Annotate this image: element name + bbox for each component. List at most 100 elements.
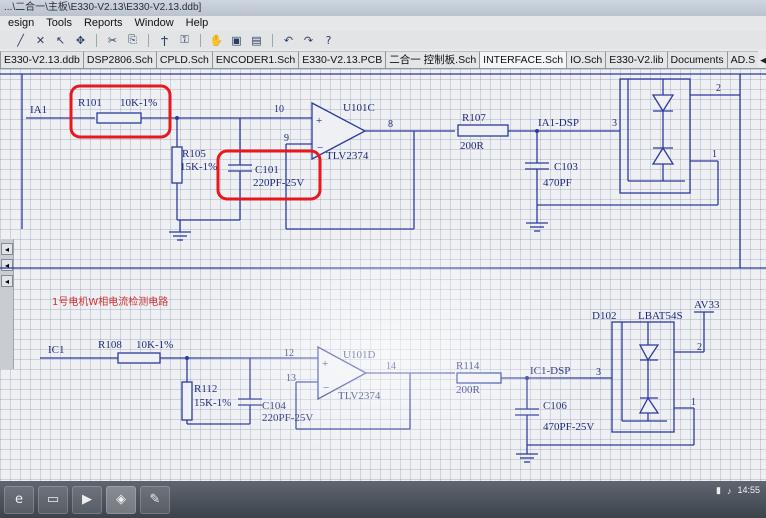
taskbar: e ▭ ▶ ◈ ✎ ▮ ♪ 14:55 <box>0 481 766 518</box>
pin-12: 12 <box>284 348 294 359</box>
opamp-plus-sign: + <box>322 358 328 370</box>
tab-dsp2806[interactable]: DSP2806.Sch <box>82 51 156 68</box>
cross-icon[interactable]: ✕ <box>35 33 46 47</box>
toolbar-separator <box>96 33 97 47</box>
r101-ref: R101 <box>78 97 102 109</box>
system-tray: ▮ ♪ 14:55 <box>716 485 760 496</box>
c101-value: 220PF-25V <box>253 177 304 189</box>
tab-control-board[interactable]: 二合一 控制板.Sch <box>385 51 480 68</box>
tab-e330-pcb[interactable]: E330-V2.13.PCB <box>298 51 386 68</box>
lock-icon[interactable]: ⚿ <box>180 33 189 46</box>
schematic-drawing: IA1 R101 10K-1% R105 15K-1% C101 220PF-2… <box>0 73 766 463</box>
tab-encoder1[interactable]: ENCODER1.Sch <box>211 51 299 68</box>
pin-2-bottom: 2 <box>697 342 702 353</box>
top-circuit: IA1 R101 10K-1% R105 15K-1% C101 220PF-2… <box>26 78 740 241</box>
toolbar: ╱ ✕ ↖ ✥ ✂ ⎘ Ϯ ⚿ ✋ ▣ ▤ ↶ ↷ ? <box>0 31 766 49</box>
network-icon[interactable]: ▮ <box>716 485 721 495</box>
diode-lower <box>651 146 675 165</box>
tab-interface[interactable]: INTERFACE.Sch <box>479 51 567 68</box>
r105-value: 15K-1% <box>180 161 217 173</box>
net-label-ic1-dsp: IC1-DSP <box>530 365 570 377</box>
arrow-icon[interactable]: ↖ <box>55 33 66 47</box>
clock[interactable]: 14:55 <box>737 485 760 496</box>
pin-13: 13 <box>286 373 296 384</box>
menu-tools[interactable]: Tools <box>46 17 72 29</box>
camera-icon[interactable]: ▣ <box>231 33 242 47</box>
c104-ref: C104 <box>262 400 286 412</box>
tab-cpld[interactable]: CPLD.Sch <box>155 51 212 68</box>
r112-ref: R112 <box>194 383 217 395</box>
resistor-r101[interactable] <box>96 112 142 124</box>
tab-e330-ddb[interactable]: E330-V2.13.ddb <box>0 51 83 68</box>
c104-value: 220PF-25V <box>262 412 313 424</box>
resistor-r108[interactable] <box>117 352 161 364</box>
net-label-ic1: IC1 <box>48 344 65 356</box>
net-label-ia1-dsp: IA1-DSP <box>538 117 579 129</box>
c103-value: 470PF <box>543 177 572 189</box>
diode-upper <box>638 344 660 362</box>
media-icon[interactable]: ▶ <box>72 485 102 514</box>
side-panel-button[interactable]: ◂ <box>1 275 13 287</box>
u101d-value: TLV2374 <box>338 390 381 402</box>
tab-documents[interactable]: Documents <box>666 51 727 68</box>
resistor-r114[interactable] <box>456 372 502 384</box>
tab-ad[interactable]: AD.S <box>726 51 759 68</box>
r105-ref: R105 <box>182 148 206 160</box>
explorer-icon[interactable]: ▭ <box>38 485 68 514</box>
toolbar-separator <box>272 33 273 47</box>
opamp-u101d[interactable] <box>317 345 368 401</box>
side-panel: ◂ ◂ ◂ <box>0 239 14 369</box>
tab-io[interactable]: IO.Sch <box>566 51 606 68</box>
av33-label: AV33 <box>694 299 720 311</box>
protel-icon[interactable]: ◈ <box>106 485 136 514</box>
side-panel-button[interactable]: ◂ <box>1 243 13 255</box>
menu-reports[interactable]: Reports <box>83 17 123 29</box>
r114-value: 200R <box>456 384 481 396</box>
help-icon[interactable]: ? <box>325 33 332 47</box>
diode-package-d102[interactable] <box>611 321 675 433</box>
wire-icon[interactable]: ╱ <box>17 33 24 47</box>
hand-icon[interactable]: ✋ <box>209 33 224 47</box>
net-label-ia1: IA1 <box>30 104 47 116</box>
circuit-note: 1号电机W相电流检测电路 <box>52 295 168 308</box>
schematic-canvas[interactable]: ◂ ◂ ◂ IA1 R101 10K-1% R105 15K-1% <box>0 69 766 481</box>
clip-icon[interactable]: ⎘ <box>128 33 137 46</box>
diode-upper <box>651 94 675 113</box>
d102-value: LBAT54S <box>638 310 683 322</box>
book-icon[interactable]: ▤ <box>251 33 262 47</box>
diode-lower <box>638 396 660 414</box>
opamp-minus-sign: − <box>323 382 329 394</box>
document-tab-bar: E330-V2.13.ddb DSP2806.Sch CPLD.Sch ENCO… <box>0 49 766 69</box>
move-icon[interactable]: ✥ <box>75 33 86 47</box>
menu-help[interactable]: Help <box>185 17 209 29</box>
pin-9: 9 <box>284 133 289 144</box>
ie-icon[interactable]: e <box>4 485 34 514</box>
u101c-ref: U101C <box>343 102 375 114</box>
diode-package-top[interactable] <box>619 78 691 194</box>
probe-icon[interactable]: Ϯ <box>161 33 168 47</box>
scissors-icon[interactable]: ✂ <box>107 33 118 47</box>
pin-1-top: 1 <box>712 149 717 160</box>
resistor-r107[interactable] <box>457 124 509 137</box>
tab-e330-lib[interactable]: E330-V2.lib <box>605 51 667 68</box>
pin-10: 10 <box>274 104 284 115</box>
volume-icon[interactable]: ♪ <box>726 485 732 496</box>
tab-scroll-left-icon[interactable]: ◀ <box>758 52 766 68</box>
opamp-u101c[interactable] <box>311 101 367 161</box>
clock-time: 14:55 <box>737 485 760 495</box>
menu-window[interactable]: Window <box>134 17 174 29</box>
menu-design[interactable]: esign <box>8 17 35 29</box>
highlight-c101 <box>216 149 322 201</box>
pin-8: 8 <box>388 119 393 130</box>
pin-14: 14 <box>386 361 396 372</box>
resistor-r112[interactable] <box>181 381 193 421</box>
paint-icon[interactable]: ✎ <box>140 485 170 514</box>
opamp-minus-sign: − <box>317 142 323 154</box>
r114-ref: R114 <box>456 360 480 372</box>
c101-ref: C101 <box>255 164 279 176</box>
r107-value: 200R <box>460 140 485 152</box>
undo-icon[interactable]: ↶ <box>283 33 294 47</box>
pin-2-top: 2 <box>716 83 721 94</box>
highlight-r101 <box>69 84 172 139</box>
redo-icon[interactable]: ↷ <box>303 33 314 47</box>
